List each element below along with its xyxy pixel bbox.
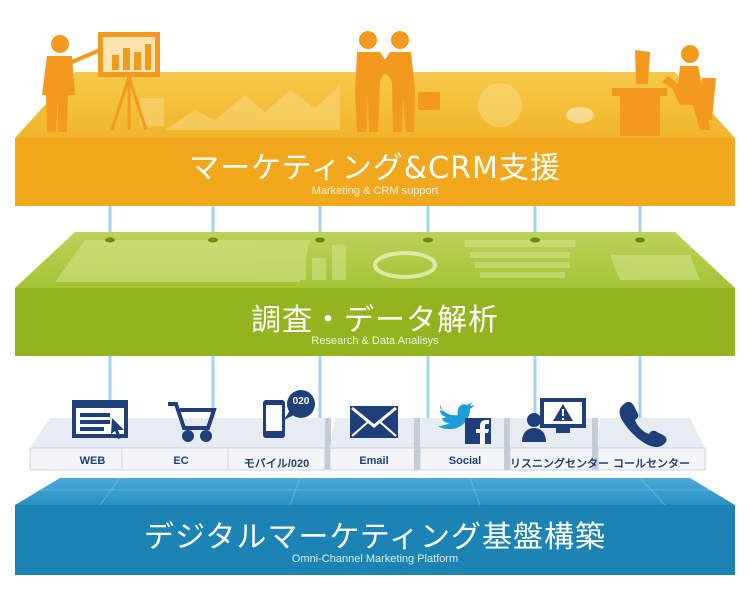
- connector-lines: [108, 205, 642, 420]
- layer-platform: [15, 477, 735, 575]
- channel-label-mobile: モバイル/020: [243, 458, 310, 470]
- mobile-phone-icon: [263, 390, 315, 438]
- twitter-facebook-icon: [438, 402, 491, 444]
- channel-label-callcenter: コールセンター: [613, 458, 690, 470]
- telephone-icon: [619, 401, 667, 447]
- desk-worker-icon: [612, 45, 716, 136]
- research-analysis-title: 調査・データ解析: [251, 303, 499, 338]
- envelope-icon: [350, 406, 398, 438]
- mobile-badge: 020: [292, 396, 310, 407]
- research-analysis-subtitle: Research & Data Analisys: [311, 335, 439, 347]
- marketing-crm-subtitle: Marketing & CRM support: [311, 185, 439, 197]
- channel-label-web: WEB: [79, 455, 106, 467]
- channel-tile-mobile: [227, 418, 331, 471]
- monitor-alert-icon: [522, 398, 586, 442]
- channel-label-listening: リスニングセンター: [510, 458, 609, 470]
- layer-research: [15, 232, 735, 356]
- flipchart-icon: [98, 32, 160, 131]
- marketing-crm-title: マーケティング&CRM支援: [189, 151, 561, 186]
- channel-label-email: Email: [359, 455, 389, 467]
- digital-platform-subtitle: Omni-Channel Marketing Platform: [291, 553, 459, 565]
- shopping-cart-icon: [168, 402, 217, 442]
- channel-label-ec: EC: [173, 455, 189, 467]
- digital-platform-title: デジタルマーケティング基盤構築: [144, 520, 606, 555]
- browser-window-icon: [72, 400, 128, 439]
- handshake-icon: [355, 31, 440, 132]
- presenter-icon: [42, 35, 101, 132]
- channel-label-social: Social: [448, 455, 482, 467]
